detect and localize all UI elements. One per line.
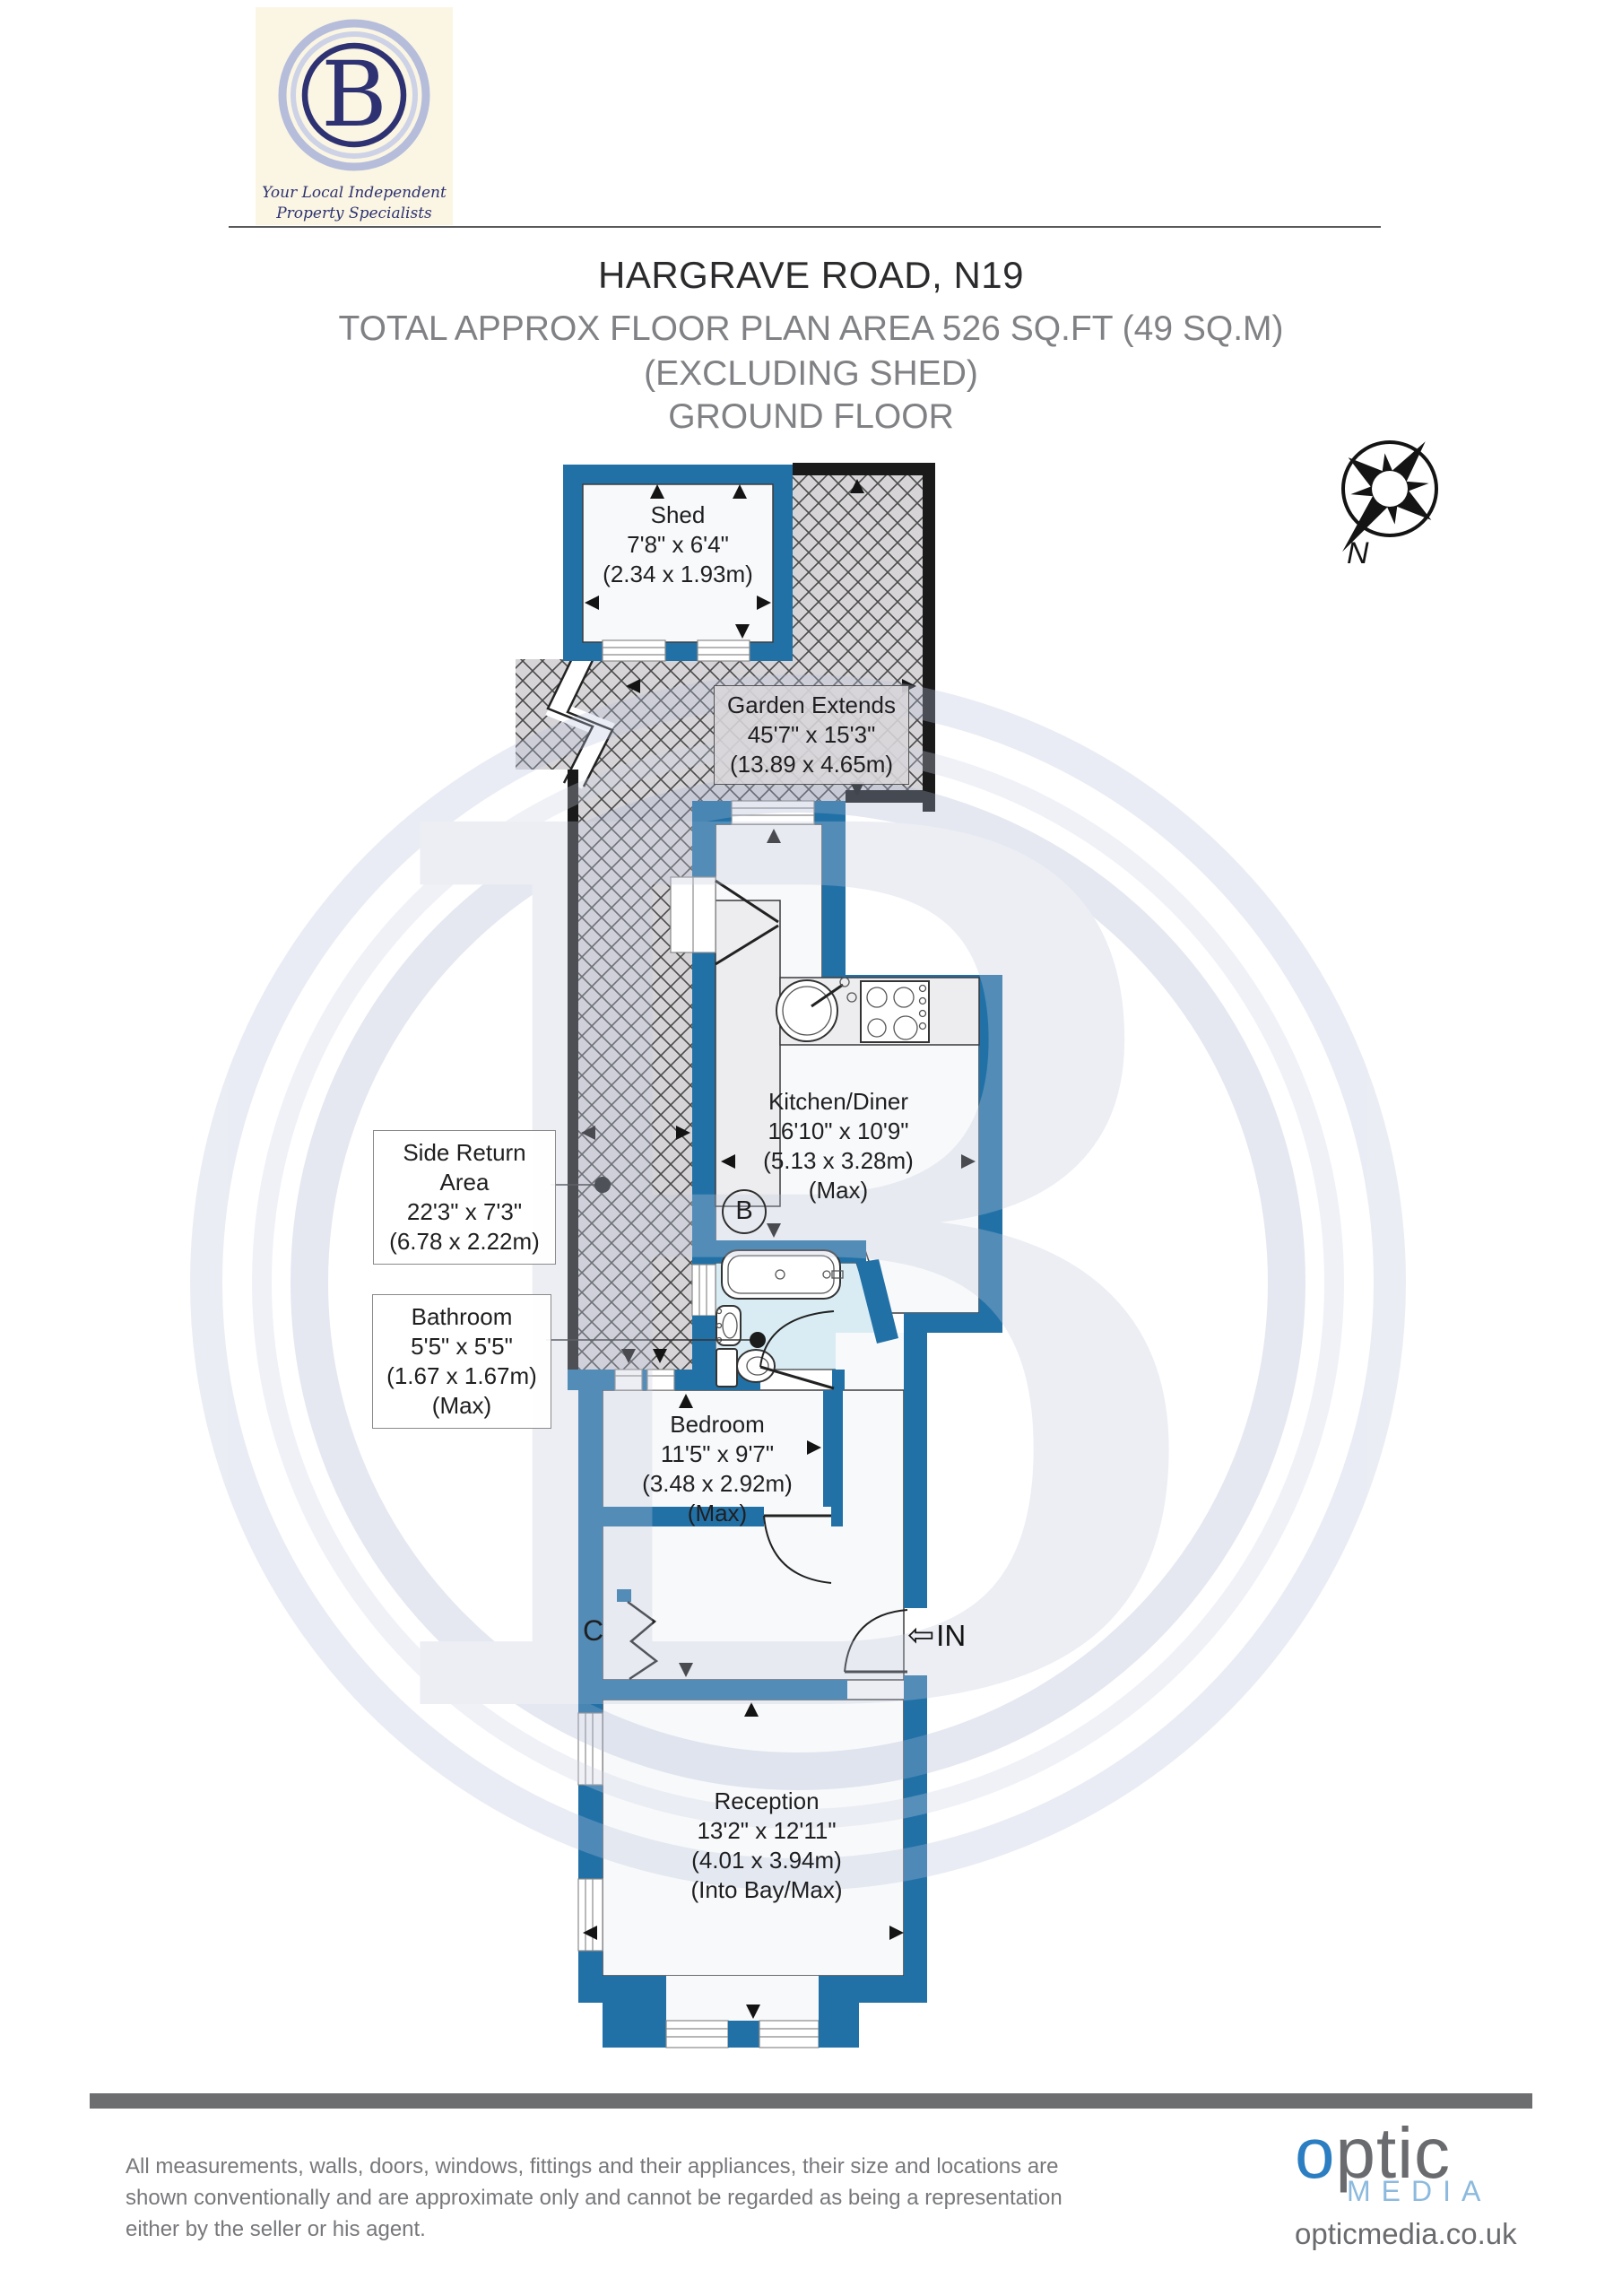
opticmedia-rest: ptic (1335, 2113, 1451, 2193)
room-size-metric: (6.78 x 2.22m) (389, 1228, 540, 1255)
room-size-note: (Max) (431, 1392, 492, 1419)
opticmedia-initial: o (1295, 2113, 1336, 2193)
room-name: Reception (714, 1787, 820, 1814)
agency-tagline-line2: Property Specialists (276, 204, 432, 222)
room-name: Side Return Area (403, 1139, 526, 1196)
watermark: B (190, 581, 1406, 1990)
floor-name-subtitle: GROUND FLOOR (668, 397, 954, 436)
room-label-shed: Shed 7'8" x 6'4" (2.34 x 1.93m) (574, 500, 782, 589)
disclaimer-line2: shown conventionally and are approximate… (126, 2186, 1063, 2210)
agency-logo-letter: B (321, 42, 387, 147)
agency-logo: B Your Local Independent Property Specia… (256, 7, 453, 225)
room-label-kitchen-diner: Kitchen/Diner 16'10" x 10'9" (5.13 x 3.2… (733, 1087, 943, 1205)
agency-tagline-line1: Your Local Independent (262, 184, 447, 202)
boiler-marker: B (722, 1189, 767, 1234)
room-size-imperial: 13'2" x 12'11" (697, 1817, 837, 1844)
footer-divider-bar (90, 2093, 1532, 2109)
room-size-imperial: 16'10" x 10'9" (768, 1118, 909, 1144)
excluding-shed-subtitle: (EXCLUDING SHED) (644, 354, 978, 393)
house-floors (602, 823, 980, 2022)
room-name: Garden Extends (727, 691, 896, 718)
opticmedia-wordmark: optic (1295, 2117, 1546, 2190)
kitchen-fixtures (670, 876, 980, 1207)
compass-north-label: N (1347, 536, 1369, 570)
room-size-imperial: 22'3" x 7'3" (406, 1198, 523, 1225)
compass-icon (1341, 440, 1438, 552)
total-area-subtitle: TOTAL APPROX FLOOR PLAN AREA 526 SQ.FT (… (338, 309, 1284, 348)
room-size-metric: (4.01 x 3.94m) (691, 1847, 842, 1874)
room-size-imperial: 45'7" x 15'3" (747, 721, 876, 748)
svg-text:B: B (353, 581, 1243, 1990)
room-label-bedroom: Bedroom 11'5" x 9'7" (3.48 x 2.92m) (Max… (626, 1410, 809, 1528)
room-size-note: (Max) (687, 1500, 748, 1526)
room-size-note: (Max) (808, 1177, 869, 1204)
room-name: Kitchen/Diner (768, 1088, 909, 1115)
room-name: Bedroom (670, 1411, 765, 1438)
opticmedia-website: opticmedia.co.uk (1295, 2217, 1517, 2250)
room-label-bathroom: Bathroom 5'5" x 5'5" (1.67 x 1.67m) (Max… (372, 1294, 551, 1429)
label-leader-lines (546, 1177, 766, 1348)
room-label-garden: Garden Extends 45'7" x 15'3" (13.89 x 4.… (714, 685, 909, 785)
disclaimer-line1: All measurements, walls, doors, windows,… (126, 2154, 1059, 2179)
room-size-imperial: 5'5" x 5'5" (411, 1333, 513, 1360)
shed-structure (563, 465, 793, 662)
page-title: HARGRAVE ROAD, N19 (598, 254, 1024, 296)
garden-boundary-walls (568, 463, 935, 1370)
agency-logo-icon: B (278, 19, 430, 171)
room-name: Bathroom (411, 1303, 513, 1330)
entrance-marker: ⇦ IN (907, 1620, 966, 1652)
room-size-metric: (2.34 x 1.93m) (603, 561, 753, 587)
door-arcs (627, 1310, 908, 1681)
dimension-arrows (581, 479, 976, 2019)
room-size-imperial: 7'8" x 6'4" (627, 531, 729, 558)
room-size-imperial: 11'5" x 9'7" (660, 1440, 775, 1467)
room-size-metric: (13.89 x 4.65m) (729, 751, 894, 778)
cupboard-marker: C (583, 1614, 604, 1647)
room-name: Shed (650, 501, 706, 528)
opticmedia-logo: optic MEDIA opticmedia.co.uk (1295, 2117, 1546, 2251)
entrance-label: IN (936, 1619, 967, 1652)
header-divider (229, 226, 1381, 228)
opticmedia-media-label: MEDIA (1347, 2175, 1492, 2207)
room-size-metric: (5.13 x 3.28m) (763, 1147, 914, 1174)
room-size-metric: (1.67 x 1.67m) (386, 1362, 537, 1389)
disclaimer-line3: either by the seller or his agent. (126, 2217, 426, 2241)
room-label-reception: Reception 13'2" x 12'11" (4.01 x 3.94m) … (662, 1787, 872, 1905)
room-label-side-return: Side Return Area 22'3" x 7'3" (6.78 x 2.… (373, 1130, 556, 1265)
room-size-metric: (3.48 x 2.92m) (642, 1470, 793, 1497)
room-size-note: (Into Bay/Max) (690, 1876, 843, 1903)
disclaimer-text: All measurements, walls, doors, windows,… (126, 2151, 1063, 2245)
entrance-arrow-icon: ⇦ (907, 1617, 935, 1654)
bathroom-fixtures (716, 1249, 844, 1387)
